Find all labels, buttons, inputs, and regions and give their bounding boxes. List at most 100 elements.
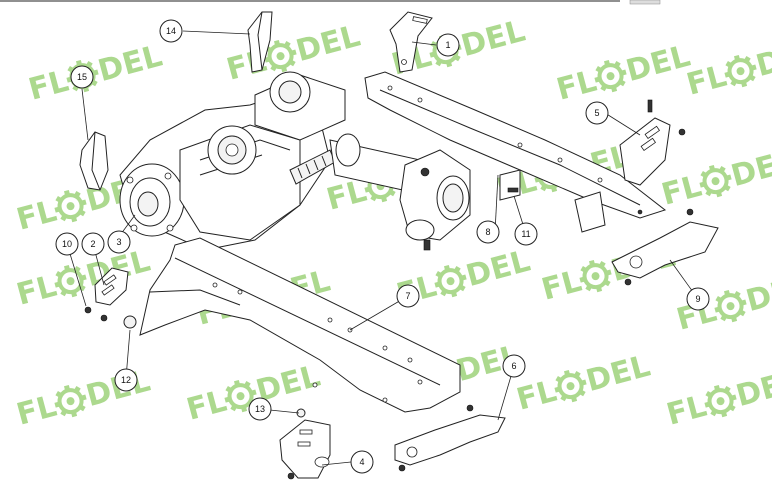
gear-icon	[579, 260, 612, 293]
gear-icon	[554, 370, 587, 403]
callout-15: 15	[70, 65, 94, 89]
watermark-text-left: FL	[183, 384, 230, 428]
callout-number: 3	[116, 237, 121, 247]
watermark-logo: FL DEL	[553, 39, 694, 108]
bracket-4	[279, 419, 331, 479]
callout-circle	[502, 354, 526, 378]
callout-3: 3	[107, 230, 131, 254]
bracket-9	[611, 208, 719, 286]
watermark-text-right: DEL	[753, 34, 772, 85]
bracket-15	[79, 131, 109, 191]
watermark-logo: FL DEL	[663, 364, 772, 433]
watermark-text-left: FL	[13, 269, 60, 313]
callout-number: 14	[166, 26, 176, 36]
gear-icon	[714, 290, 747, 323]
watermark-logo: FL DEL	[658, 144, 772, 213]
leader-lines	[66, 30, 699, 466]
bracket-14	[247, 11, 273, 73]
watermark-text-left: FL	[658, 169, 705, 213]
callout-circle	[107, 230, 131, 254]
callout-1: 1	[436, 33, 460, 57]
bolt-10	[84, 306, 92, 314]
watermark-text-left: FL	[663, 389, 710, 433]
washer-12	[123, 315, 137, 329]
watermark-logo: FL DEL	[513, 349, 654, 418]
bracket-6	[394, 404, 506, 472]
watermark-text-right: DEL	[623, 39, 694, 90]
watermark-text-left: FL	[13, 389, 60, 433]
callout-circle	[686, 287, 710, 311]
callout-12: 12	[114, 368, 138, 392]
gear-icon	[54, 190, 87, 223]
callout-circle	[514, 222, 538, 246]
callout-number: 1	[445, 40, 450, 50]
callout-circle	[114, 368, 138, 392]
callout-9: 9	[686, 287, 710, 311]
gear-icon	[434, 265, 467, 298]
callout-circle	[248, 397, 272, 421]
callout-circle	[476, 220, 500, 244]
callout-5: 5	[585, 101, 609, 125]
callout-number: 12	[121, 375, 131, 385]
watermark-text-right: DEL	[728, 144, 772, 195]
watermark-text-right: DEL	[733, 364, 772, 415]
callout-number: 15	[77, 72, 87, 82]
gear-icon	[594, 60, 627, 93]
callout-number: 4	[359, 457, 364, 467]
watermark-text-left: FL	[25, 64, 72, 108]
gear-icon	[704, 385, 737, 418]
callout-number: 8	[485, 227, 490, 237]
callout-4: 4	[350, 450, 374, 474]
callout-11: 11	[514, 222, 538, 246]
callout-8: 8	[476, 220, 500, 244]
mounting-plate	[139, 237, 461, 413]
bracket-2	[94, 267, 129, 306]
callout-14: 14	[159, 19, 183, 43]
callout-number: 13	[255, 404, 265, 414]
watermark-text-right: DEL	[83, 364, 154, 415]
nut-2	[100, 314, 108, 322]
callout-number: 11	[521, 229, 530, 239]
callout-number: 5	[594, 108, 599, 118]
callout-circle	[81, 232, 105, 256]
watermark-text-left: FL	[553, 64, 600, 108]
frame-bar-upper	[364, 71, 667, 233]
top-corner-tab	[629, 0, 661, 5]
callout-circle	[70, 65, 94, 89]
gear-icon	[264, 40, 297, 73]
callout-number: 10	[62, 239, 72, 249]
bolt-11	[507, 187, 519, 193]
watermark-text-right: DEL	[583, 349, 654, 400]
callout-circle	[159, 19, 183, 43]
gearbox-assembly	[119, 71, 471, 251]
watermark-text-left: FL	[513, 374, 560, 418]
gear-icon	[724, 55, 757, 88]
callout-circle	[350, 450, 374, 474]
gear-icon	[224, 380, 257, 413]
bracket-5	[619, 99, 686, 186]
watermark-logo: FL DEL	[25, 39, 166, 108]
gear-icon	[699, 165, 732, 198]
callout-2: 2	[81, 232, 105, 256]
watermark-text-left: FL	[13, 194, 60, 238]
callout-13: 13	[248, 397, 272, 421]
callout-circle	[436, 33, 460, 57]
bracket-1	[389, 11, 433, 73]
watermark-text-right: DEL	[95, 39, 166, 90]
callout-number: 2	[90, 239, 95, 249]
callout-number: 7	[405, 291, 410, 301]
gear-icon	[54, 385, 87, 418]
callout-number: 6	[511, 361, 516, 371]
watermark-text-right: DEL	[293, 19, 364, 70]
callout-10: 10	[55, 232, 79, 256]
callout-7: 7	[396, 284, 420, 308]
watermark-text-right: DEL	[463, 244, 534, 295]
callout-circle	[585, 101, 609, 125]
callout-circle	[396, 284, 420, 308]
watermark-text-right: DEL	[743, 269, 772, 320]
watermark-text-right: DEL	[458, 14, 529, 65]
